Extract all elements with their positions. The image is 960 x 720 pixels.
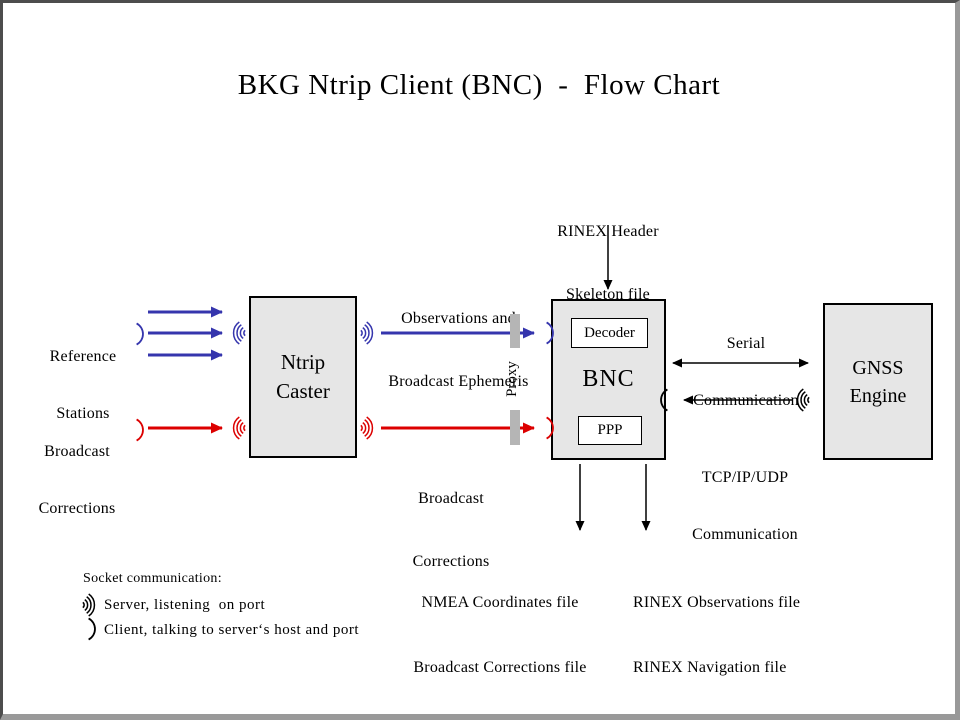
label-line: Communication	[693, 392, 799, 409]
node-bnc: Decoder BNC PPP	[551, 299, 666, 460]
legend-server-signal-icon	[82, 593, 96, 617]
label-line: Corrections	[38, 500, 116, 517]
label-line: Broadcast Corrections file	[413, 658, 587, 676]
client-paren-icon	[136, 322, 144, 346]
label-line: Reference	[49, 348, 117, 365]
label-line: Corrections	[412, 553, 490, 570]
label-line: NMEA Coordinates file	[421, 594, 579, 611]
node-decoder: Decoder	[571, 318, 648, 348]
label-line: Caster	[276, 379, 330, 403]
label-line: Serial	[726, 335, 766, 352]
label-nmea-output-files: NMEA Coordinates file Broadcast Correcti…	[395, 549, 605, 714]
client-paren-icon	[136, 418, 144, 442]
label-serial-communication: Serial Communication	[671, 296, 821, 448]
node-ppp-label: PPP	[597, 422, 623, 438]
page-title: BKG Ntrip Client (BNC) - Flow Chart	[237, 69, 721, 101]
node-gnss-engine: GNSS Engine	[823, 303, 933, 460]
node-ppp: PPP	[578, 416, 642, 445]
label-line: Communication	[692, 526, 798, 543]
label-reference-stations: Reference Stations	[31, 309, 135, 461]
node-ntrip-caster-label: Ntrip Caster	[251, 298, 355, 456]
label-line: RINEX Header	[557, 223, 659, 240]
label-line: TCP/IP/UDP	[701, 469, 789, 486]
server-signal-icon	[232, 321, 246, 345]
node-gnss-engine-label: GNSS Engine	[825, 305, 931, 458]
label-line: Stations	[56, 405, 110, 422]
label-line: RINEX Observations file	[633, 594, 801, 611]
label-line: Engine	[849, 384, 907, 407]
label-line: Skeleton file	[566, 286, 650, 303]
legend-heading: Socket communication:	[83, 571, 222, 586]
server-signal-icon	[232, 416, 246, 440]
label-observations-ephemeris: Observations and Broadcast Ephemeris	[371, 266, 546, 434]
label-line: RINEX Navigation file	[633, 658, 787, 676]
label-broadcast-corrections-source: Broadcast Corrections	[19, 404, 135, 556]
legend-client-paren-icon	[88, 617, 96, 641]
label-broadcast-corrections-link: Broadcast Corrections	[401, 446, 501, 614]
legend-client-row: Client, talking to server‘s host and por…	[104, 622, 360, 638]
label-line: Broadcast	[44, 443, 110, 460]
label-line: Broadcast Ephemeris	[388, 373, 529, 390]
label-line: Ntrip	[280, 350, 326, 374]
label-proxy: Proxy	[504, 361, 520, 397]
label-rinex-output-files: RINEX Observations file RINEX Navigation…	[633, 549, 853, 714]
node-ntrip-caster: Ntrip Caster	[249, 296, 357, 458]
label-line: Observations and	[401, 310, 516, 327]
legend-server-row: Server, listening on port	[104, 597, 266, 613]
label-rinex-header-skeleton: RINEX Header Skeleton file	[531, 179, 685, 347]
label-line: GNSS	[852, 356, 904, 379]
label-line: Broadcast	[418, 490, 484, 507]
label-tcp-communication: TCP/IP/UDP Communication	[669, 430, 821, 582]
node-decoder-label: Decoder	[584, 324, 635, 341]
node-bnc-label: BNC	[582, 366, 635, 392]
